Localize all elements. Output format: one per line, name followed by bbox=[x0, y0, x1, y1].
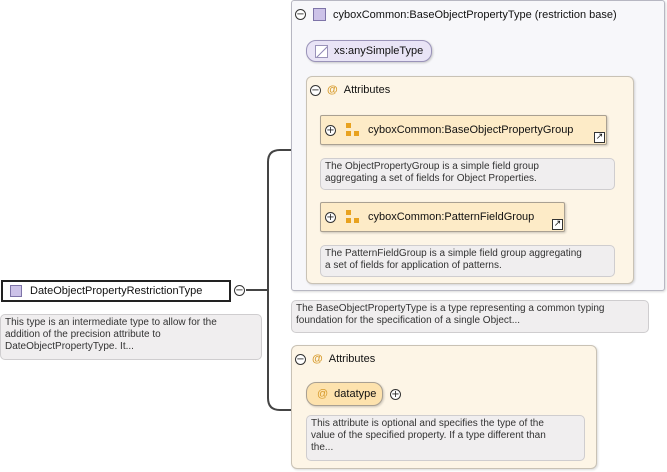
complex-type-icon bbox=[10, 285, 22, 297]
collapse-toggle-icon[interactable]: − bbox=[310, 84, 321, 96]
base-attributes-panel: − @ Attributes + cyboxCommon:BaseObjectP… bbox=[306, 76, 634, 284]
attribute-group-box[interactable]: + cyboxCommon:BaseObjectPropertyGroup ↗ bbox=[320, 115, 607, 145]
datatype-attribute[interactable]: @ datatype bbox=[306, 382, 384, 406]
root-type-box[interactable]: DateObjectPropertyRestrictionType bbox=[1, 280, 231, 302]
attributes-title: Attributes bbox=[328, 353, 376, 365]
attributes-title: Attributes bbox=[343, 84, 391, 96]
attribute-doc: This attribute is optional and specifies… bbox=[306, 415, 585, 461]
doc-line: addition of the precision attribute to bbox=[5, 329, 161, 340]
root-type-label: DateObjectPropertyRestrictionType bbox=[30, 285, 203, 297]
attribute-group-box[interactable]: + cyboxCommon:PatternFieldGroup ↗ bbox=[320, 202, 565, 232]
doc-line: The ObjectPropertyGroup is a simple fiel… bbox=[325, 161, 539, 172]
doc-line: The PatternFieldGroup is a simple field … bbox=[325, 248, 582, 259]
doc-line: This attribute is optional and specifies… bbox=[311, 418, 544, 429]
collapse-toggle-icon[interactable]: − bbox=[234, 285, 245, 296]
doc-line: value of the specified property. If a ty… bbox=[311, 430, 546, 441]
attribute-group-label: cyboxCommon:BaseObjectPropertyGroup bbox=[368, 124, 574, 136]
doc-line: the... bbox=[311, 442, 334, 453]
expand-toggle-icon[interactable]: + bbox=[390, 389, 401, 400]
simple-type-pill[interactable]: xs:anySimpleType bbox=[306, 40, 433, 62]
attribute-group-doc: The PatternFieldGroup is a simple field … bbox=[320, 245, 615, 277]
attribute-group-icon bbox=[346, 210, 360, 224]
attribute-group-doc: The ObjectPropertyGroup is a simple fiel… bbox=[320, 158, 615, 190]
doc-line: DateObjectPropertyType. It... bbox=[5, 341, 134, 352]
attributes-header: − @ Attributes bbox=[295, 353, 375, 365]
complex-type-icon bbox=[313, 8, 326, 21]
doc-line: This type is an intermediate type to all… bbox=[5, 317, 217, 328]
simple-type-label: xs:anySimpleType bbox=[334, 45, 424, 57]
doc-line: The BaseObjectPropertyType is a type rep… bbox=[296, 303, 605, 314]
attribute-icon: @ bbox=[317, 388, 329, 400]
attribute-label: datatype bbox=[334, 388, 377, 400]
attribute-group-label: cyboxCommon:PatternFieldGroup bbox=[368, 211, 535, 223]
jump-link-icon[interactable]: ↗ bbox=[552, 219, 563, 230]
attribute-icon: @ bbox=[312, 353, 323, 365]
doc-line: foundation for the specification of a si… bbox=[296, 315, 521, 326]
base-type-doc: The BaseObjectPropertyType is a type rep… bbox=[291, 300, 649, 333]
expand-toggle-icon[interactable]: + bbox=[325, 124, 336, 136]
base-type-header: − cyboxCommon:BaseObjectPropertyType (re… bbox=[295, 8, 617, 21]
doc-line: a set of fields for application of patte… bbox=[325, 260, 502, 271]
attribute-icon: @ bbox=[327, 84, 338, 96]
expand-toggle-icon[interactable]: + bbox=[325, 211, 336, 223]
attributes-panel: − @ Attributes @ datatype + This attribu… bbox=[291, 345, 597, 469]
base-type-container: − cyboxCommon:BaseObjectPropertyType (re… bbox=[291, 0, 665, 291]
simple-type-icon bbox=[315, 44, 328, 58]
root-type-doc: This type is an intermediate type to all… bbox=[0, 314, 262, 360]
attributes-header: − @ Attributes bbox=[310, 84, 390, 96]
collapse-toggle-icon[interactable]: − bbox=[295, 9, 306, 20]
jump-link-icon[interactable]: ↗ bbox=[594, 132, 605, 143]
collapse-toggle-icon[interactable]: − bbox=[295, 353, 306, 365]
attribute-group-icon bbox=[346, 123, 360, 137]
base-type-label: cyboxCommon:BaseObjectPropertyType (rest… bbox=[333, 8, 617, 21]
doc-line: aggregating a set of fields for Object P… bbox=[325, 173, 537, 184]
